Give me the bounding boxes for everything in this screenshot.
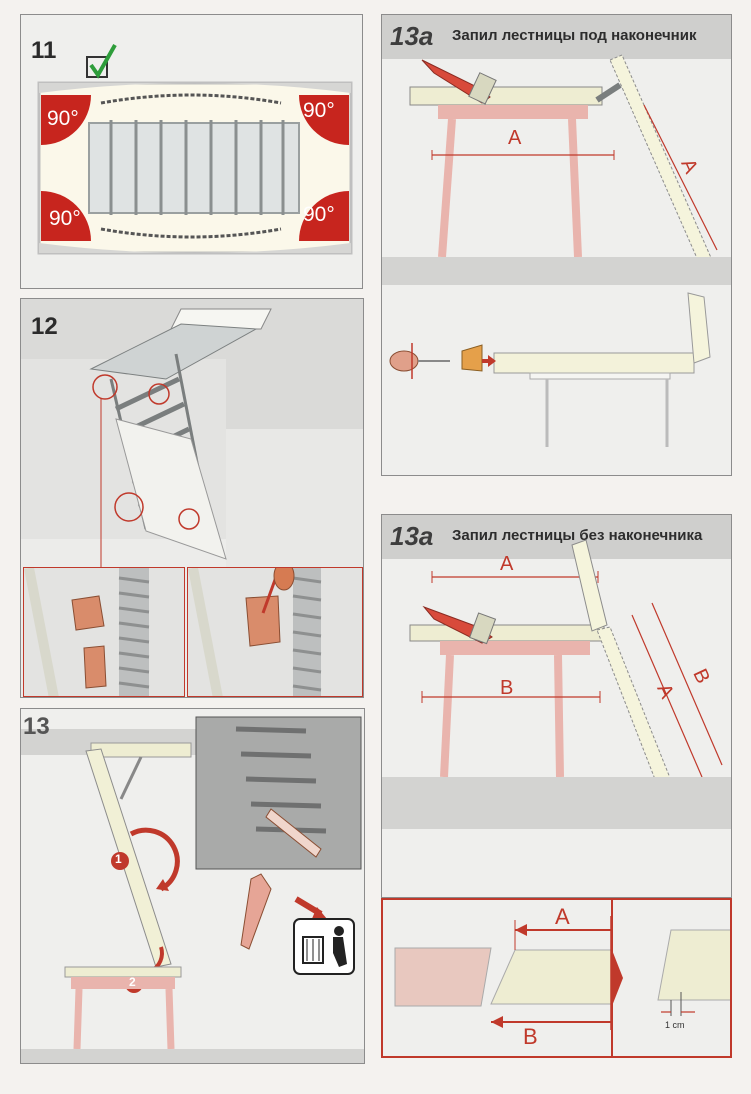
dim-label-a: A [508, 127, 522, 149]
cut-without-tip-illustration [382, 539, 731, 829]
detail-inset-left [23, 567, 185, 697]
step-13a-top-header: 13a Запил лестницы под наконечник [382, 15, 731, 59]
attic-hatch-top-view [37, 81, 353, 255]
angle-label-top-right: 90° [303, 99, 335, 122]
step-marker-2: 2 [129, 975, 136, 989]
step-12-panel: 12 [20, 298, 364, 698]
step-13a-top-number: 13a [390, 21, 434, 51]
step-11-panel: 11 90° 90° 90° 90° [20, 14, 363, 289]
step-11-number: 11 [31, 37, 57, 64]
step-13a-bottom-number: 13a [390, 521, 434, 551]
cut-detail-panel: A B 1 cm [381, 898, 732, 1058]
cut-detail-illustration [394, 900, 730, 1056]
step-13a-top-title: Запил лестницы под наконечник [452, 27, 697, 44]
angle-label-bottom-right: 90° [303, 203, 335, 226]
screwdriver-detail-illustration [188, 568, 322, 696]
dim-label-b: B [500, 677, 514, 699]
angle-label-top-left: 90° [47, 107, 79, 130]
ladder-folding-illustration [21, 716, 364, 1063]
detail-inset-right [187, 567, 363, 697]
step-13a-bottom-panel: 13a Запил лестницы без наконечника A B A… [381, 514, 732, 898]
step-13-number: 13 [23, 713, 50, 740]
cut-with-tip-illustration [382, 54, 731, 447]
detail-dim-b: B [523, 1024, 538, 1049]
step-13a-bottom-title: Запил лестницы без наконечника [452, 527, 703, 544]
step-marker-1: 1 [115, 852, 122, 866]
detail-dim-a: A [555, 904, 570, 929]
step-12-number: 12 [31, 313, 58, 340]
checkmark-icon [86, 44, 117, 79]
angle-label-bottom-left: 90° [49, 207, 81, 230]
step-13a-bottom-header: 13a Запил лестницы без наконечника [382, 515, 731, 559]
detail-gap-label: 1 cm [665, 1020, 685, 1030]
hinge-detail-illustration [24, 568, 150, 696]
dim-label-a-top: A [500, 553, 514, 575]
step-13-panel: 13 1 2 [20, 708, 365, 1064]
step-13a-top-panel: 13a Запил лестницы под наконечник A A [381, 14, 732, 476]
